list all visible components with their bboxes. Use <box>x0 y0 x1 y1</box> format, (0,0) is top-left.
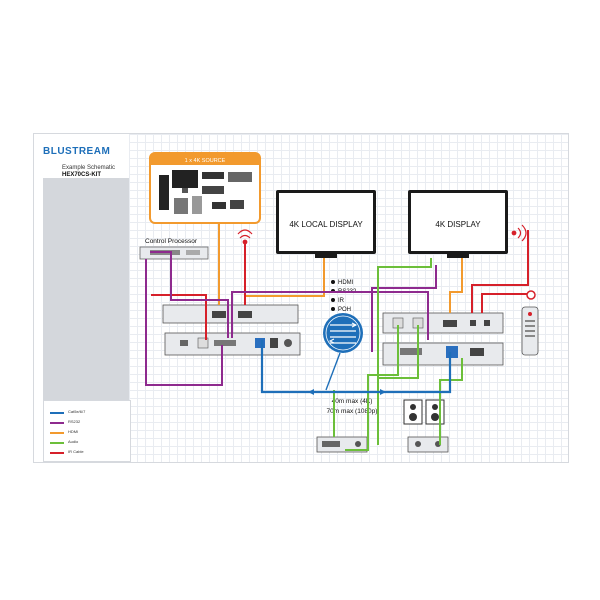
legend-label: RS232 <box>68 419 81 424</box>
sidebar: BLUSTREAM Example Schematic HEX70CS-KIT … <box>34 134 131 462</box>
monitor-icon <box>172 170 198 188</box>
legend-label: Cat5e/6/7 <box>68 409 86 414</box>
legend-item: Cat5e/6/7 <box>50 409 130 415</box>
legend-item: Audio <box>50 439 130 445</box>
remote-display: 4K DISPLAY <box>408 190 508 258</box>
ir-cables <box>151 230 529 340</box>
bluray-player-icon <box>228 172 252 182</box>
distance-4k: 40m max (4K) <box>332 398 373 405</box>
signal-poh: POH <box>338 307 351 313</box>
media-player-icon <box>202 172 224 179</box>
schematic-model: HEX70CS-KIT <box>62 172 102 178</box>
legend-item: HDMI <box>50 429 130 435</box>
pc-tower-icon <box>159 175 169 210</box>
game-console-icon <box>202 186 224 194</box>
legend-item: RS232 <box>50 419 130 425</box>
sidebar-panel <box>43 178 129 400</box>
amplifier-icon <box>407 436 449 453</box>
signal-hdmi: HDMI <box>338 280 354 286</box>
legend-item: IR Cable <box>50 449 130 455</box>
streaming-stick-icon <box>212 202 226 209</box>
control-processor: Control Processor <box>139 238 209 260</box>
signal-list: HDMI RS232 IR POH <box>331 280 357 313</box>
brand-logo: BLUSTREAM <box>43 146 111 157</box>
ir-remote-icon <box>521 306 539 356</box>
cable-legend: Cat5e/6/7 RS232 HDMI Audio IR Cable <box>43 400 131 462</box>
cat-cable <box>260 340 452 394</box>
remote-display-label: 4K DISPLAY <box>435 220 481 229</box>
transmitter-unit <box>162 304 301 356</box>
dongle-icon <box>230 200 244 209</box>
signal-ir: IR <box>338 298 345 304</box>
hdbaset-link-icon <box>323 313 363 353</box>
distance-1080p: 70m max (1080p) <box>327 408 378 415</box>
small-console-icon <box>192 196 202 214</box>
legend-label: Audio <box>68 439 79 444</box>
local-display-label: 4K LOCAL DISPLAY <box>289 220 363 229</box>
control-processor-label: Control Processor <box>145 238 198 245</box>
source-box: 1 x 4K SOURCE <box>149 152 261 224</box>
console-icon <box>174 198 188 214</box>
legend-label: IR Cable <box>68 449 84 454</box>
source-title: 1 x 4K SOURCE <box>185 158 226 164</box>
local-display: 4K LOCAL DISPLAY <box>276 190 376 258</box>
schematic-title: Example Schematic <box>62 165 116 171</box>
legend-label: HDMI <box>68 429 79 434</box>
ir-receiver-icon <box>526 290 536 300</box>
av-receiver-icon <box>316 436 368 453</box>
cable-arrows <box>308 389 386 395</box>
ir-emitter-icon <box>237 224 527 245</box>
rs232-cables <box>145 251 437 386</box>
receiver-unit <box>382 312 504 366</box>
speakers-icon <box>403 399 445 425</box>
